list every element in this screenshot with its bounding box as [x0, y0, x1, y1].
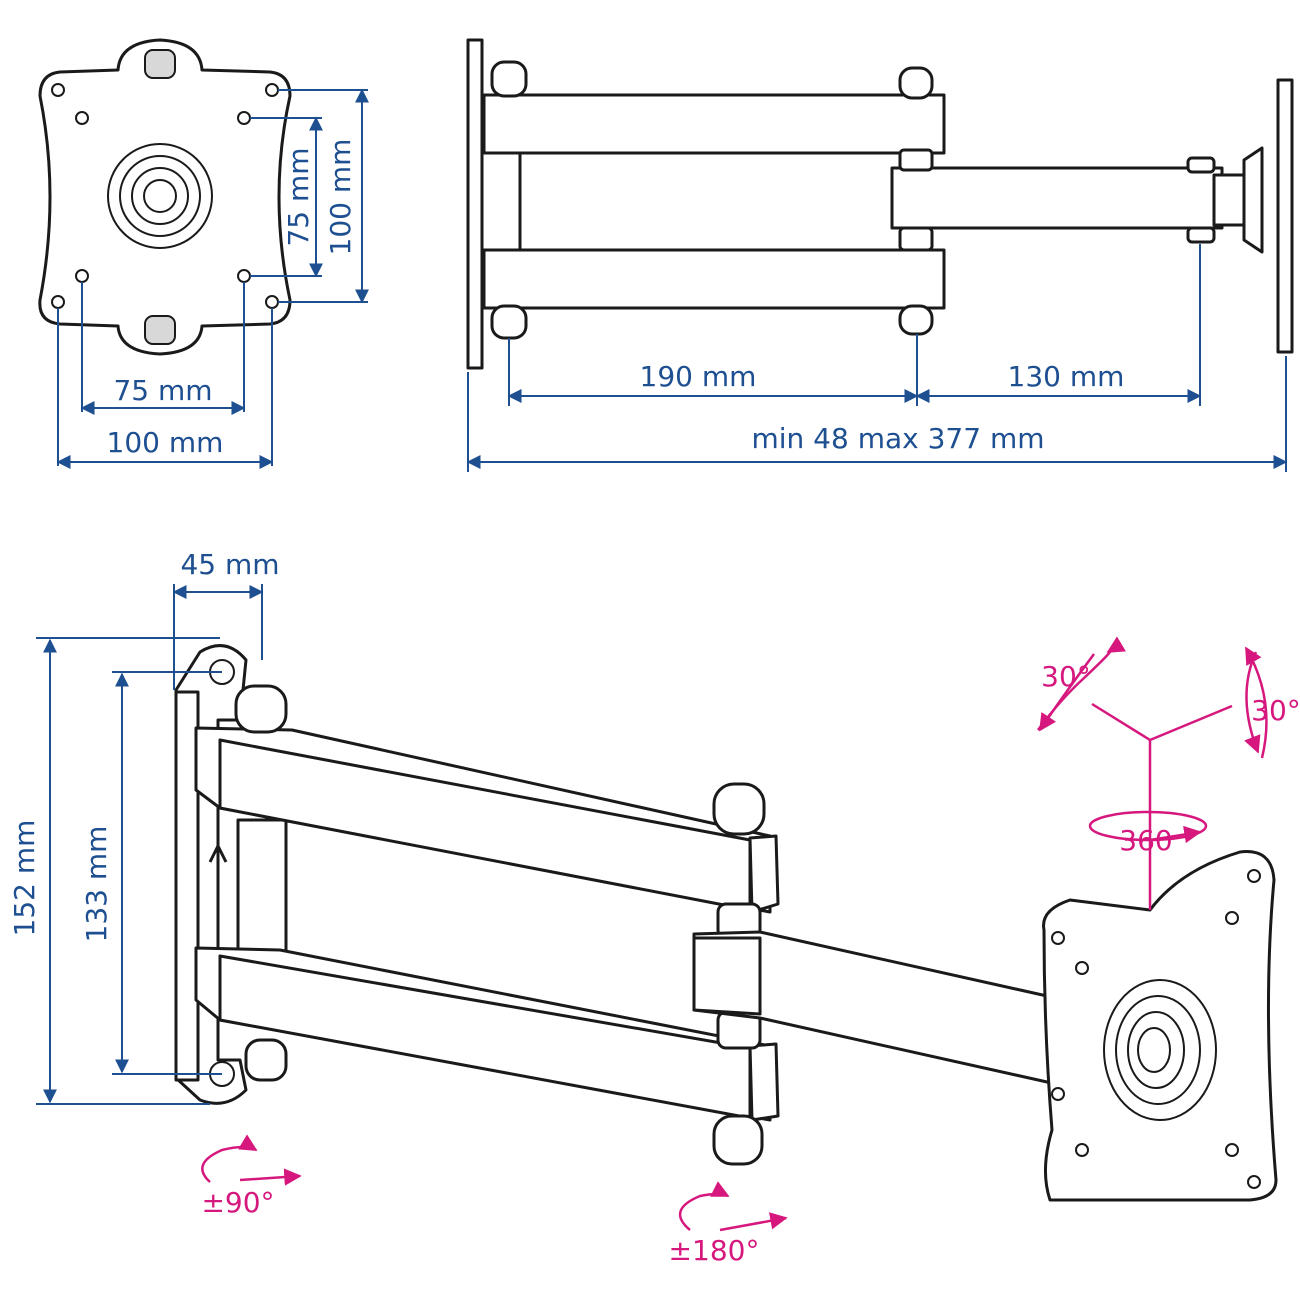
front-arm-side — [890, 166, 1224, 230]
upper-arm-side — [482, 93, 946, 155]
rotate-label: 360 — [1119, 824, 1172, 857]
vesa-plate-side — [1276, 78, 1294, 354]
hole-spacing-height-label: 133 mm — [80, 826, 113, 943]
extension-range-label: min 48 max 377 mm — [751, 422, 1044, 455]
vesa-dimensions — [56, 88, 369, 469]
hole — [237, 111, 251, 125]
vesa-outer-height-label: 100 mm — [324, 139, 357, 256]
hole — [75, 269, 89, 283]
perspective-dimensions — [36, 584, 264, 1105]
hole — [265, 295, 279, 309]
side-view — [466, 38, 1294, 370]
perspective-view — [174, 644, 1278, 1202]
arm-segment-1-label: 190 mm — [640, 360, 757, 393]
arm-segment-2-label: 130 mm — [1008, 360, 1125, 393]
middle-joint-angle-label: ±180° — [669, 1234, 760, 1267]
rotate-360-arrow-icon — [1088, 810, 1208, 842]
lower-arm-side — [482, 248, 946, 310]
hole — [51, 83, 65, 97]
hole — [237, 269, 251, 283]
vesa-inner-width-label: 75 mm — [113, 374, 212, 407]
vesa-outer-width-label: 100 mm — [107, 426, 224, 459]
side-dimensions — [466, 244, 1288, 472]
tilt-angle-label: 30° — [1041, 660, 1091, 693]
middle-joint-arrow-icon — [678, 1181, 730, 1231]
wall-joint-angle-label: ±90° — [201, 1186, 274, 1219]
swivel-angle-label: 30° — [1251, 694, 1300, 727]
vesa-plate-front-view — [38, 38, 292, 356]
rotation-axes — [201, 636, 1268, 1232]
wall-plate-side — [466, 38, 484, 370]
wall-offset-label: 45 mm — [180, 548, 279, 581]
wall-plate-height-label: 152 mm — [8, 820, 41, 937]
hole — [75, 111, 89, 125]
hole — [51, 295, 65, 309]
bottom-hinge-knob — [144, 315, 176, 345]
vesa-inner-height-label: 75 mm — [282, 147, 315, 246]
top-hinge-knob — [144, 49, 176, 79]
hole — [265, 83, 279, 97]
wall-joint-arrow-icon — [201, 1134, 258, 1183]
